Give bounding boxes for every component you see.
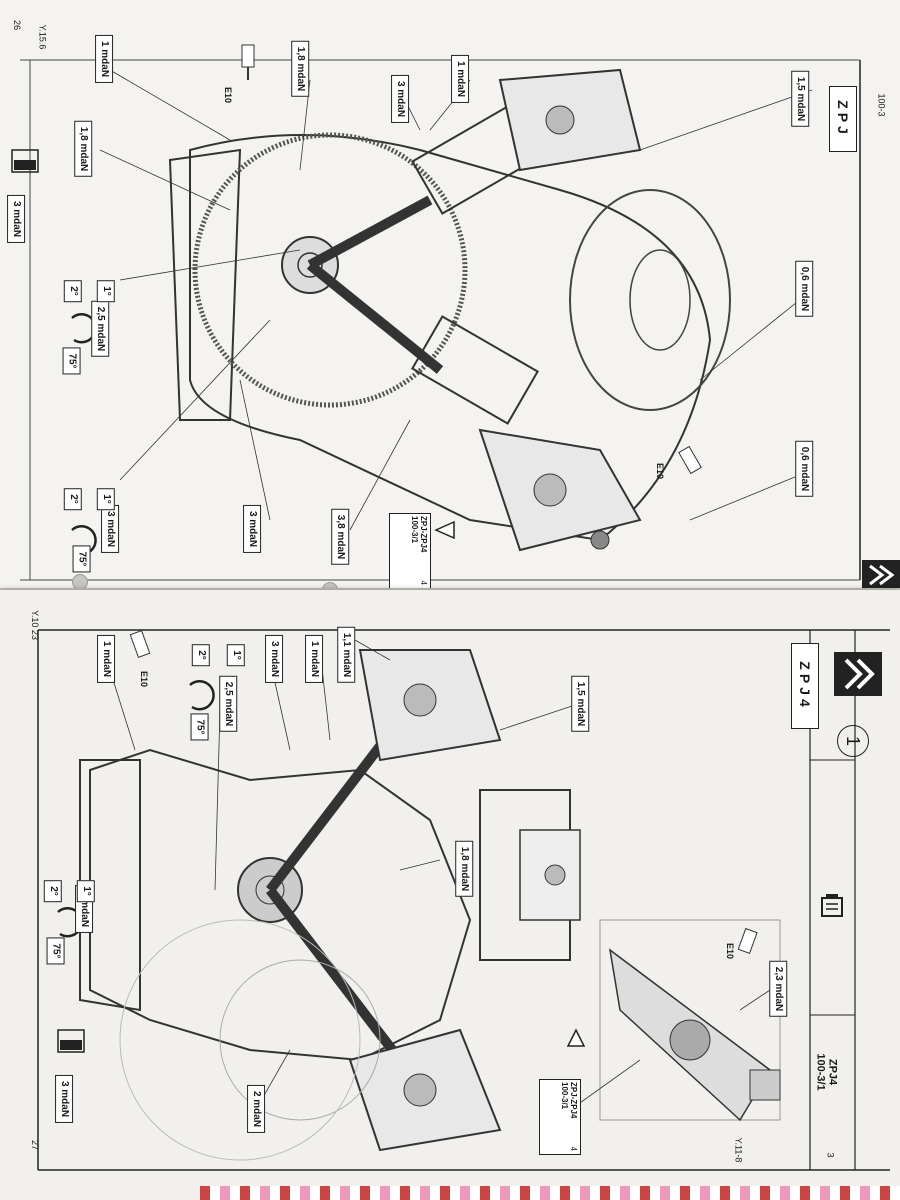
top-brand-chevron-icon [862,560,900,590]
bottom-torque-label: 2 mdaN [247,1084,266,1134]
top-engine-diagram [11,44,813,556]
top-ref-sheet: 4 [419,580,428,585]
top-e10-label: E10 [655,462,666,480]
top-step-box: 2° [63,488,82,510]
bottom-torque-label: 2,5 mdaN [219,675,238,733]
bottom-step-box: 2° [191,644,210,666]
bottom-torque-label: 1 mdaN [97,634,116,684]
top-torque-label: 1 mdaN [95,34,114,84]
top-step-box: 1° [96,488,115,510]
top-torque-label: 1,8 mdaN [74,120,93,178]
bottom-e10-label: E10 [139,670,150,688]
top-torque-label: 1,8 mdaN [291,40,310,98]
bottom-manual-page: ZPJ4 1 ZPJ4 100-3/1 3 27 Y.10 23 Y.11-8 [0,590,900,1200]
top-torque-label: 3 mdaN [101,504,120,554]
top-angle-box: 75° [72,545,91,573]
top-torque-label: 3 mdaN [391,74,410,124]
top-torque-label: 2,5 mdaN [91,300,110,358]
bottom-torque-label: 2,3 mdaN [769,960,788,1018]
bottom-torque-label: 3 mdaN [55,1074,74,1124]
bottom-e10-label: E10 [725,942,736,960]
bottom-torque-label: 3 mdaN [265,634,284,684]
bottom-step-box: 1° [76,880,95,902]
bottom-torque-label: 1,1 mdaN [337,626,356,684]
top-step-box: 1° [96,280,115,302]
bottom-step-box: 1° [226,644,245,666]
bottom-ref-box: ZPJ-ZPJ4 100-3/1 4 [539,1079,581,1155]
bottom-angle-box: 75° [190,713,209,741]
bottom-engine-diagram [57,630,781,1161]
top-step-box: 2° [63,280,82,302]
top-torque-label: 3 mdaN [7,194,26,244]
bottom-angle-box: 75° [46,937,65,965]
top-page-frame [20,59,861,581]
top-torque-label: 0,6 mdaN [795,440,814,498]
top-torque-label: 1 mdaN [451,54,470,104]
bottom-torque-label: 1,5 mdaN [571,675,590,733]
bottom-torque-label: 1,8 mdaN [455,840,474,898]
bottom-step-box: 2° [43,880,62,902]
top-sealant-tube-icon [241,44,702,475]
bottom-ref-codes: ZPJ-ZPJ4 [569,1082,578,1119]
bottom-torque-label: 1 mdaN [305,634,324,684]
top-ref-doc: 100-3/1 [410,516,419,544]
top-torque-label: 1,5 mdaN [791,70,810,128]
top-torque-label: 3 mdaN [243,504,262,554]
top-angle-box: 75° [62,347,81,375]
bottom-page-frame [37,629,890,1171]
top-e10-label: E10 [223,86,234,104]
top-ref-box: ZPJ-ZPJ4 100-3/1 4 [389,513,431,589]
bottom-ref-doc: 100-3/1 [560,1082,569,1110]
bottom-brand-chevron-icon [834,652,882,696]
top-ref-codes: ZPJ-ZPJ4 [419,516,428,553]
top-manual-page: 26 Y.15.6 100-3 ZPJ [0,0,900,612]
bottom-ref-sheet: 4 [569,1146,578,1151]
top-torque-label: 3,8 mdaN [331,508,350,566]
engine-block-icon [821,894,843,917]
background-fabric [200,1186,900,1200]
top-torque-label: 0,6 mdaN [795,260,814,318]
